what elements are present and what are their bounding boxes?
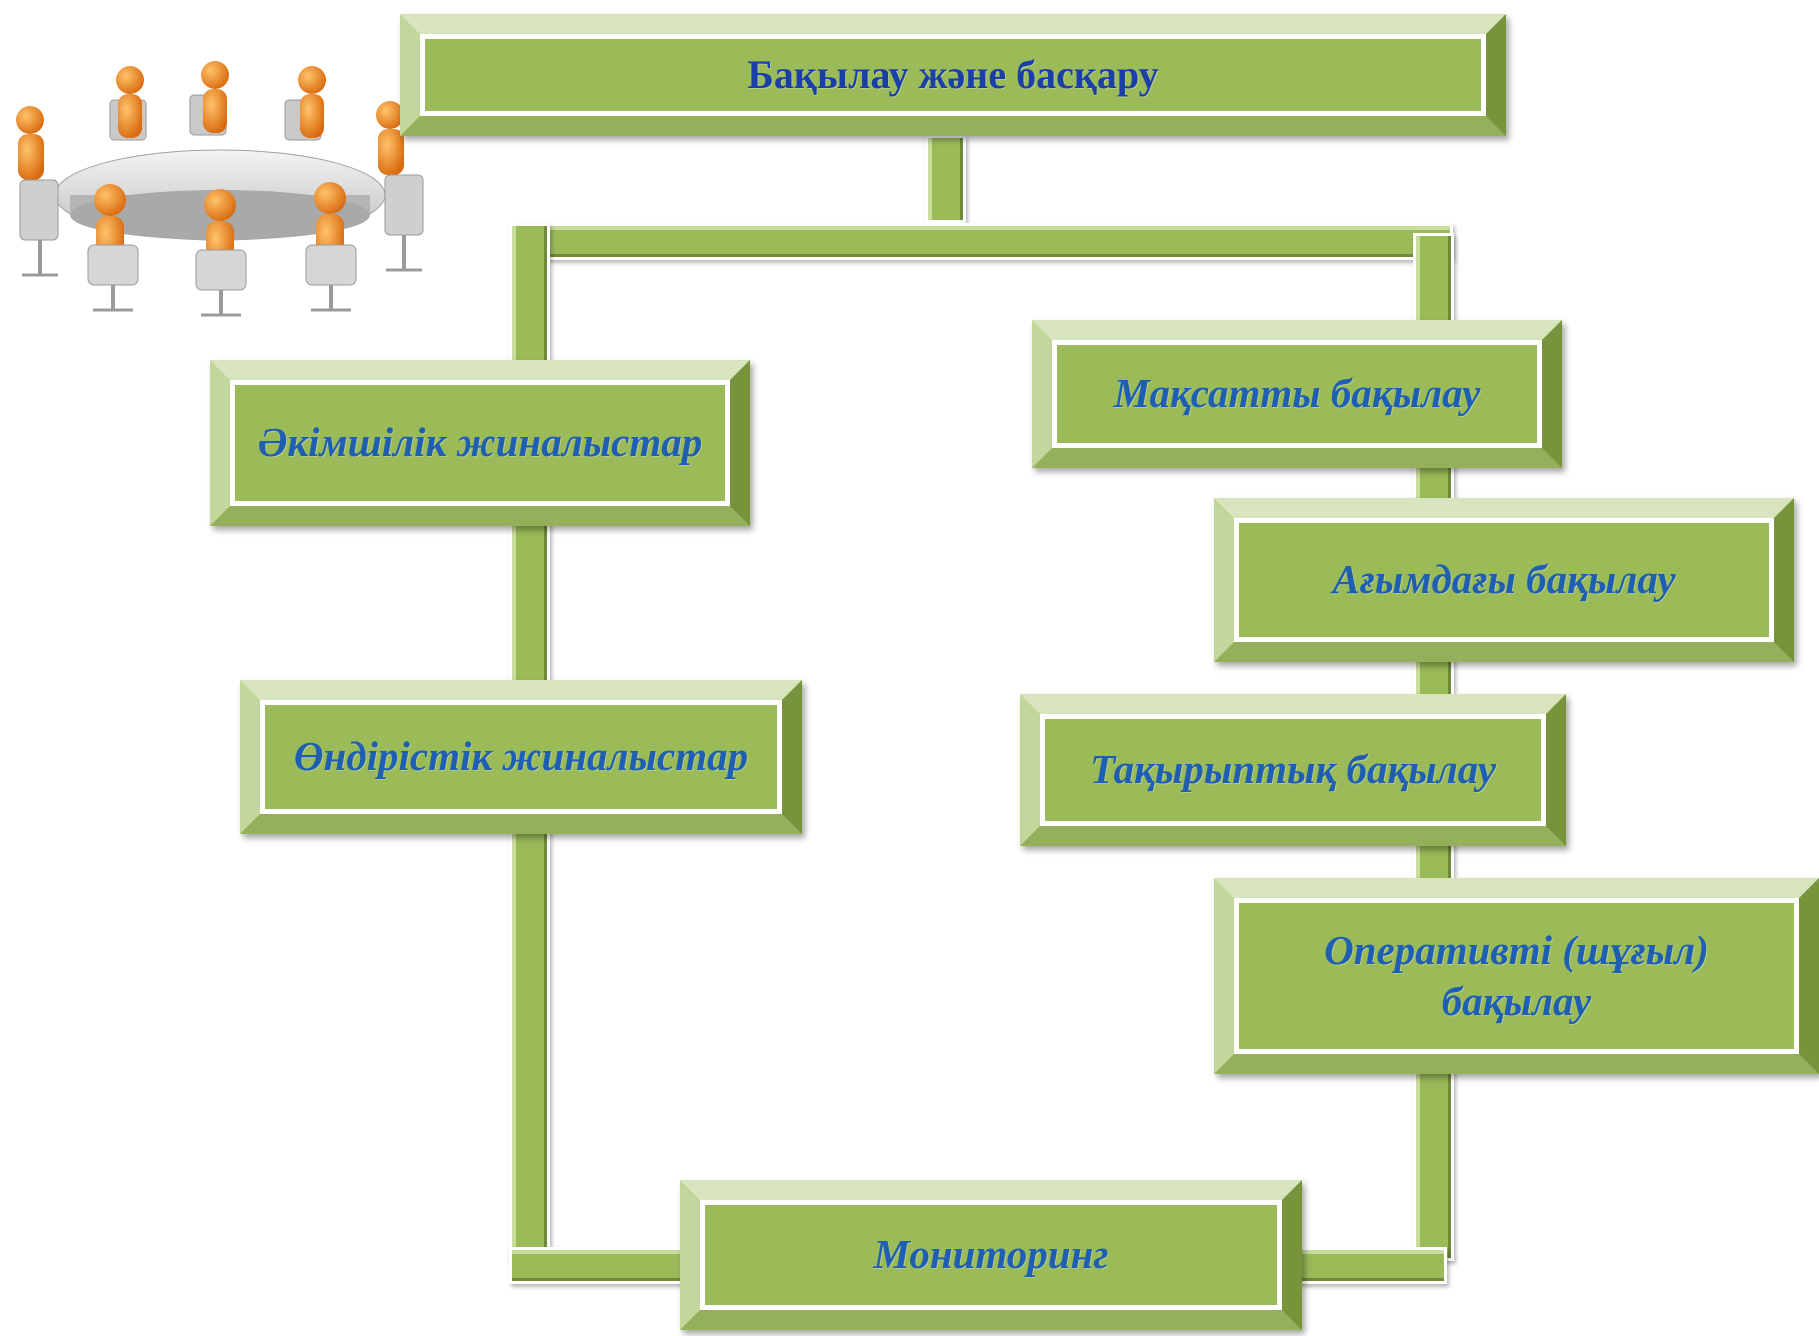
box-production-meetings: Өндірістік жиналыстар	[240, 680, 802, 834]
connector-title-stem	[928, 138, 963, 220]
box-administrative-meetings-label: Әкімшілік жиналыстар	[257, 419, 703, 466]
box-targeted-control-label: Мақсатты бақылау	[1113, 370, 1481, 417]
box-targeted-control: Мақсатты бақылау	[1032, 320, 1562, 468]
box-current-control: Ағымдағы бақылау	[1214, 498, 1794, 662]
box-operative-control: Оперативті (шұғыл) бақылау	[1214, 878, 1819, 1074]
title-label: Бақылау және басқару	[747, 52, 1159, 97]
box-production-meetings-label: Өндірістік жиналыстар	[293, 733, 749, 780]
box-thematic-control: Тақырыптық бақылау	[1020, 694, 1566, 846]
box-current-control-label: Ағымдағы бақылау	[1332, 556, 1676, 603]
connector-bottom-right	[1300, 1250, 1444, 1281]
box-thematic-control-label: Тақырыптық бақылау	[1090, 746, 1496, 793]
connector-top-horizontal	[515, 226, 1450, 257]
title-box: Бақылау және басқару	[400, 14, 1506, 136]
box-administrative-meetings: Әкімшілік жиналыстар	[210, 360, 750, 526]
meeting-table-icon	[16, 61, 424, 317]
box-monitoring: Мониторинг	[680, 1180, 1302, 1330]
box-monitoring-label: Мониторинг	[873, 1231, 1109, 1278]
connector-bottom-left	[512, 1250, 692, 1281]
box-operative-control-label: Оперативті (шұғыл) бақылау	[1324, 926, 1709, 1024]
